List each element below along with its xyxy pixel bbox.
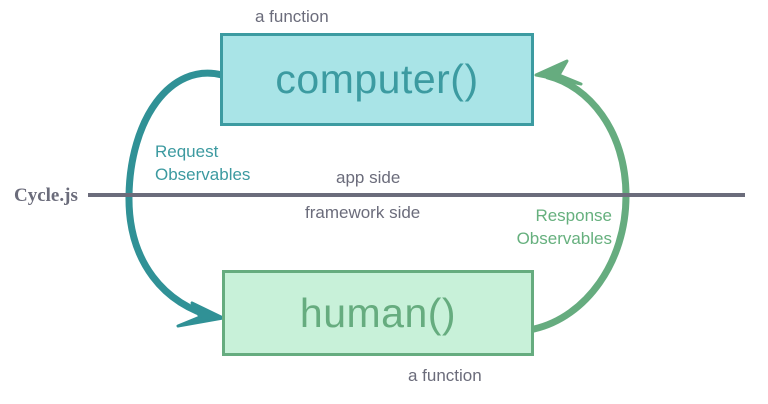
human-node-label: human() xyxy=(299,289,457,336)
request-arrow xyxy=(125,69,226,328)
human-node[interactable]: human() xyxy=(222,270,534,356)
app-framework-divider xyxy=(88,193,745,197)
computer-node-caption: a function xyxy=(255,7,329,26)
request-observables-line2: Observables xyxy=(155,165,251,184)
response-observables-line2: Observables xyxy=(516,229,612,248)
response-observables-label: Response Observables xyxy=(492,204,612,250)
app-side-label: app side xyxy=(336,168,401,187)
cycle-js-label: Cycle.js xyxy=(14,185,78,206)
human-node-caption: a function xyxy=(408,366,482,385)
response-observables-line1: Response xyxy=(535,206,612,225)
computer-node[interactable]: computer() xyxy=(220,33,534,126)
framework-side-label: framework side xyxy=(305,203,421,222)
request-observables-line1: Request xyxy=(155,142,219,161)
request-observables-label: Request Observables xyxy=(155,140,250,186)
computer-node-label: computer() xyxy=(275,56,479,102)
